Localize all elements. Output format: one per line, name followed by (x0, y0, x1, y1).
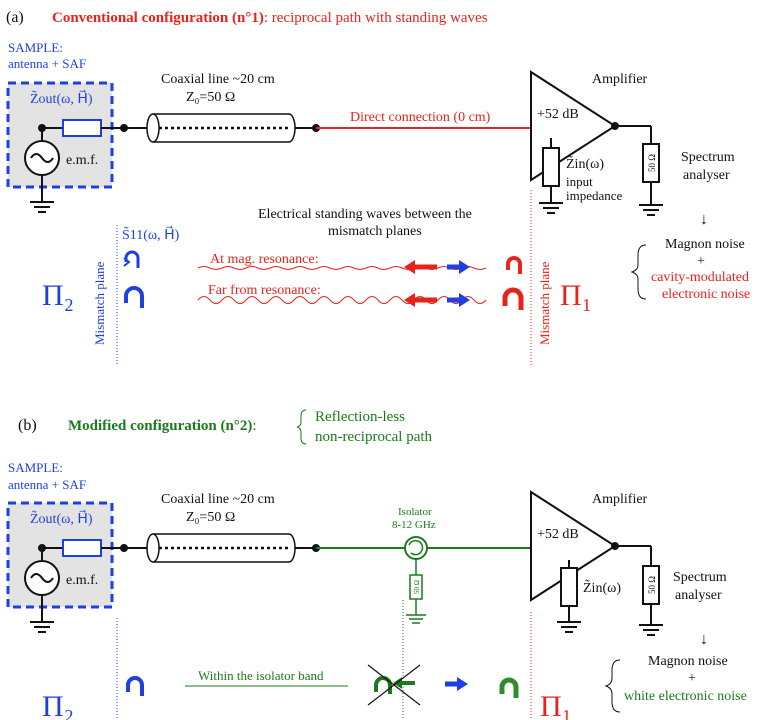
spectrum-a-line2: analyser (683, 168, 730, 183)
zout-a-resistor (62, 119, 102, 137)
noise-b-plus: + (688, 671, 696, 686)
input-a-label1: input (566, 174, 593, 189)
at-mag-resonance-label: At mag. resonance: (210, 252, 318, 267)
panel-b-title: Modified configuration (n°2): (68, 418, 257, 434)
amplifier-a-label: Amplifier (592, 72, 648, 87)
spectrum-b-arrow: ↓ (700, 631, 708, 648)
reflection-b-blue-icon (126, 676, 144, 696)
amplifier-a-icon (530, 70, 663, 216)
emf-a-label: e.m.f. (66, 153, 98, 168)
brace-b-line1: Reflection-less (315, 409, 405, 425)
panel-b-letter: (b) (18, 417, 37, 434)
brace-b-line2: non-reciprocal path (315, 429, 433, 445)
standing-waves-line1: Electrical standing waves between the (258, 207, 472, 222)
wave-arrows-a (404, 260, 470, 307)
direct-connection-label: Direct connection (0 cm) (350, 110, 491, 125)
noise-b-line2: white electronic noise (624, 689, 747, 704)
panel-a-letter: (a) (6, 9, 24, 26)
spectrum-b-line1: Spectrum (673, 570, 727, 585)
pi1-b-label: Π₁ (540, 690, 572, 720)
standing-wave-resonance (197, 266, 487, 270)
noise-b-line1: Magnon noise (648, 654, 728, 669)
coax-a-line (146, 113, 320, 143)
load-a-label: 50 Ω (647, 154, 657, 172)
panel-b-brace (296, 409, 307, 445)
noise-a-line2: cavity-modulated (651, 270, 749, 285)
panel-a-title-rest: : reciprocal path with standing waves (264, 10, 488, 26)
coax-b-line2: Z₀=50 Ω (186, 510, 235, 525)
coax-a-line2: Z₀=50 Ω (186, 90, 235, 105)
sample-a-line2: antenna + SAF (8, 56, 86, 71)
zin-b-label: Z̃in(ω) (583, 579, 621, 596)
pi2-b-label: Π₂ (42, 690, 74, 720)
blue-right-arrow-icon (459, 260, 470, 274)
reflection-red-large-icon (502, 287, 524, 310)
mismatch-plane-a-left-label: Mismatch plane (92, 261, 107, 345)
spectrum-a-arrow: ↓ (700, 211, 708, 228)
noise-a-line3: electronic noise (662, 287, 750, 302)
sample-a-line1: SAMPLE: (8, 40, 63, 55)
sample-b-line1: SAMPLE: (8, 460, 63, 475)
reflection-blue-large-icon (124, 286, 144, 308)
load-b-label: 50 Ω (647, 576, 657, 594)
pi1-a-label: Π₁ (560, 279, 592, 312)
reflection-red-small-icon (506, 256, 522, 274)
zout-a-label: Z̃out(ω, H⃗) (30, 89, 93, 107)
standing-waves-line2: mismatch planes (328, 224, 422, 239)
zout-b-resistor (62, 539, 102, 557)
panel-a: (a) Conventional configuration (n°1): re… (6, 9, 750, 365)
spectrum-b-line2: analyser (675, 588, 722, 603)
within-band-label: Within the isolator band (198, 668, 324, 683)
noise-a-plus: + (697, 254, 705, 269)
s11-label: S̃11(ω, H⃗) (122, 225, 180, 243)
reflection-blue-small-icon (124, 250, 140, 268)
blue-right-arrow-b-icon (457, 677, 468, 691)
coax-b-line1: Coaxial line ~20 cm (161, 492, 275, 507)
gain-b-label: +52 dB (537, 527, 579, 542)
panel-b-title-bold: Modified configuration (n°2) (68, 418, 252, 434)
sample-b-line2: antenna + SAF (8, 477, 86, 492)
panel-a-title-bold: Conventional configuration (n°1) (52, 10, 264, 26)
reflection-b-green-icon (499, 677, 519, 698)
standing-wave-far (197, 296, 487, 304)
amplifier-b-icon (530, 490, 663, 636)
blocked-reflection-icon (367, 664, 421, 706)
zin-a-resistor (542, 147, 560, 187)
gain-a-label: +52 dB (537, 107, 579, 122)
zin-b-resistor (560, 567, 578, 607)
isolator-line2: 8-12 GHz (392, 519, 436, 531)
isolator-load-label: 50 Ω (413, 580, 421, 594)
zin-a-label: Z̃in(ω) (566, 155, 604, 172)
amplifier-b-label: Amplifier (592, 492, 648, 507)
input-a-label2: impedance (566, 188, 623, 203)
emf-b-label: e.m.f. (66, 573, 98, 588)
mismatch-plane-a-right-label: Mismatch plane (537, 261, 552, 345)
panel-a-title: Conventional configuration (n°1): recipr… (52, 10, 488, 26)
pi2-a-label: Π₂ (42, 279, 74, 312)
isolator-line1: Isolator (398, 506, 432, 518)
coax-b-line (146, 533, 320, 563)
spectrum-a-line1: Spectrum (681, 150, 735, 165)
coax-a-line1: Coaxial line ~20 cm (161, 72, 275, 87)
red-left-arrow-icon (404, 260, 415, 274)
isolator-icon (404, 536, 428, 624)
circuit-a (24, 119, 148, 213)
noise-a-brace (630, 244, 647, 300)
panel-b: (b) Modified configuration (n°2): Reflec… (6, 409, 747, 720)
far-from-resonance-label: Far from resonance: (208, 283, 321, 298)
noise-b-brace (604, 659, 621, 713)
zout-b-label: Z̃out(ω, H⃗) (30, 509, 93, 527)
noise-a-line1: Magnon noise (665, 237, 745, 252)
circuit-b (24, 539, 148, 633)
panel-b-title-colon: : (252, 418, 256, 434)
